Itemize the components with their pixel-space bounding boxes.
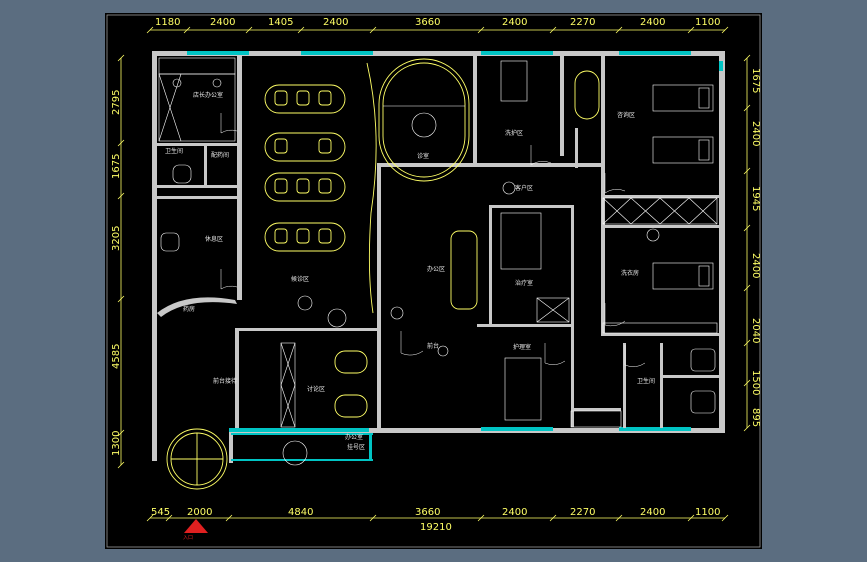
dimension-lines [117, 26, 751, 522]
dimension-right-column: 1675 2400 1945 2400 2040 1500 895 [750, 68, 761, 427]
floor-plan: 1180 2400 1405 2400 3660 2400 2270 2400 … [106, 14, 761, 548]
dim-top-5: 3660 [415, 17, 440, 28]
room-label-14: 护理室 [513, 343, 531, 351]
dim-right-2: 2400 [750, 121, 761, 146]
room-label-15: 卫生间 [637, 377, 655, 385]
dim-right-5: 2040 [750, 318, 761, 343]
dim-bottom-total: 19210 [420, 522, 452, 533]
room-label-16: 咨询区 [617, 111, 635, 119]
exterior-walls [152, 51, 725, 463]
room-labels: 店长办公室 卫生间 配药间 休息区 候诊区 前台接待 讨论区 诊室 办公区 前台… [165, 91, 655, 541]
entrance-arrow-icon [184, 519, 208, 533]
drawing-sheet: 1180 2400 1405 2400 3660 2400 2270 2400 … [105, 13, 762, 549]
dim-left-5: 1300 [111, 431, 122, 456]
dim-left-4: 4585 [111, 344, 122, 369]
dim-top-1: 1180 [155, 17, 180, 28]
dim-bottom-7: 2400 [640, 507, 665, 518]
dim-top-3: 1405 [268, 17, 293, 28]
dim-right-3: 1945 [750, 186, 761, 211]
room-label-18: 药房 [183, 305, 195, 313]
room-label-4: 休息区 [205, 235, 223, 243]
dim-left-2: 1675 [111, 154, 122, 179]
dim-bottom-8: 1100 [695, 507, 720, 518]
dim-right-4: 2400 [750, 253, 761, 278]
room-label-1: 店长办公室 [193, 91, 223, 99]
room-label-20: 挂号区 [347, 443, 365, 451]
entrance-label: 入口 [183, 535, 193, 541]
room-label-10: 前台 [427, 342, 439, 350]
dim-top-9: 1100 [695, 17, 720, 28]
dim-right-6: 1500 [750, 370, 761, 395]
entrance-rotunda [157, 297, 237, 490]
room-label-11: 客户区 [515, 184, 533, 192]
room-label-17: 洗衣房 [621, 269, 639, 277]
room-label-7: 讨论区 [307, 385, 325, 393]
dim-right-7: 895 [750, 408, 761, 427]
dim-bottom-6: 2270 [570, 507, 595, 518]
round-reception [378, 58, 470, 182]
dim-left-1: 2795 [111, 90, 122, 115]
dim-bottom-2: 2000 [187, 507, 212, 518]
room-label-13: 治疗室 [515, 279, 533, 287]
room-label-5: 候诊区 [291, 275, 309, 283]
decorative-plants [172, 78, 660, 466]
room-label-8: 诊室 [417, 152, 429, 160]
dim-top-8: 2400 [640, 17, 665, 28]
dim-top-7: 2270 [570, 17, 595, 28]
room-label-2: 卫生间 [165, 147, 183, 155]
drawing-frame [106, 14, 761, 548]
dimension-left-column: 2795 1675 3205 4585 1300 [111, 90, 122, 456]
waiting-tables [264, 62, 377, 314]
dim-top-4: 2400 [323, 17, 348, 28]
room-label-9: 办公区 [427, 265, 445, 273]
room-label-3: 配药间 [211, 151, 229, 159]
windows [187, 51, 723, 461]
dim-bottom-3: 4840 [288, 507, 313, 518]
dim-top-2: 2400 [210, 17, 235, 28]
dimension-top-row: 1180 2400 1405 2400 3660 2400 2270 2400 … [155, 17, 720, 28]
room-label-12: 洗护区 [505, 129, 523, 137]
storage-cabinets [158, 57, 718, 428]
beds-and-desks [160, 60, 716, 421]
dim-right-1: 1675 [750, 68, 761, 93]
dim-bottom-5: 2400 [502, 507, 527, 518]
dim-top-6: 2400 [502, 17, 527, 28]
dimension-bottom-row: 545 2000 4840 3660 2400 2270 2400 1100 1… [151, 507, 720, 533]
dim-left-3: 3205 [111, 226, 122, 251]
room-label-6: 前台接待 [213, 377, 237, 385]
interior-walls [157, 56, 719, 428]
dim-bottom-4: 3660 [415, 507, 440, 518]
room-label-19: 办公室 [345, 433, 363, 441]
dim-bottom-1: 545 [151, 507, 170, 518]
